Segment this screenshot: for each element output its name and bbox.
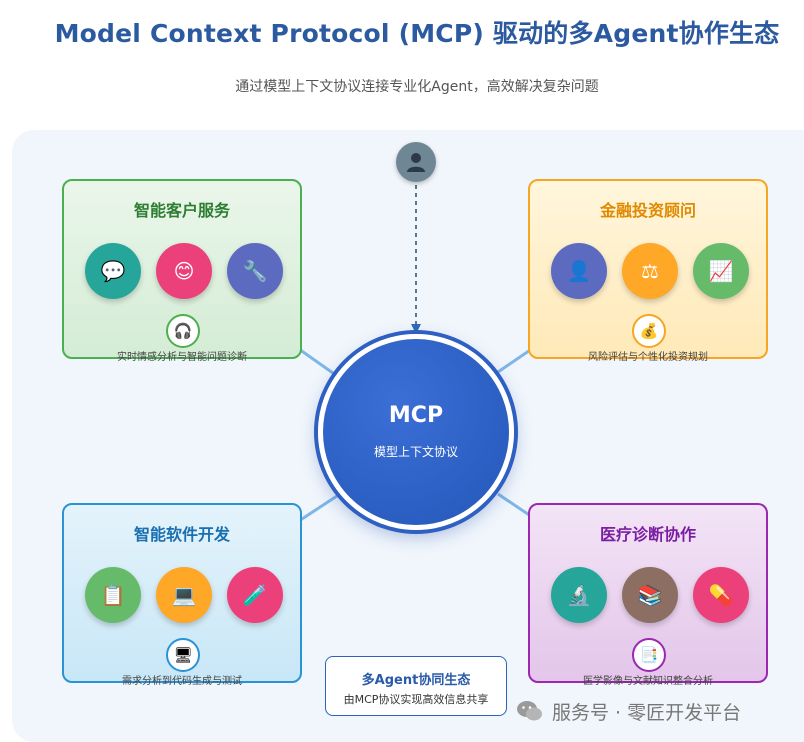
hub-subtitle: 模型上下文协议 (373, 445, 458, 459)
wechat-icon (517, 701, 542, 721)
books-icon: 📚 (622, 567, 678, 623)
wrench-icon: 🔧 (227, 243, 283, 299)
domain-description: 实时情感分析与智能问题诊断 (117, 352, 247, 363)
advisor-icon: 👤 (551, 243, 607, 299)
domain-title: 金融投资顾问 (599, 201, 696, 220)
domain-title: 医疗诊断协作 (599, 525, 696, 544)
domain-title: 智能软件开发 (133, 525, 230, 544)
money-bag-icon: 💰 (632, 314, 666, 348)
page-subtitle: 通过模型上下文协议连接专业化Agent，高效解决复杂问题 (235, 79, 599, 95)
chart-icon: 📈 (693, 243, 749, 299)
ecosystem-subtitle: 由MCP协议实现高效信息共享 (343, 693, 489, 706)
smile-icon: 😊 (156, 243, 212, 299)
page-title: Model Context Protocol (MCP) 驱动的多Agent协作… (54, 19, 780, 48)
mcp-hub: MCP 模型上下文协议 (318, 334, 514, 530)
monitor-icon: 🖥 (166, 638, 200, 672)
pill-icon: 💊 (693, 567, 749, 623)
domain-description: 风险评估与个性化投资规划 (588, 352, 708, 363)
watermark-text: 服务号 · 零匠开发平台 (552, 701, 742, 724)
hub-title: MCP (388, 403, 444, 428)
document-icon: 📑 (632, 638, 666, 672)
user-icon (396, 142, 436, 182)
ecosystem-title: 多Agent协同生态 (361, 673, 471, 688)
ecosystem-card: 多Agent协同生态 由MCP协议实现高效信息共享 (325, 656, 507, 716)
microscope-icon: 🔬 (551, 567, 607, 623)
chat-bubble-icon: 💬 (85, 243, 141, 299)
clipboard-icon: 📋 (85, 567, 141, 623)
domain-title: 智能客户服务 (133, 201, 230, 220)
watermark: 服务号 · 零匠开发平台 (516, 697, 786, 725)
scales-icon: ⚖ (622, 243, 678, 299)
domain-description: 需求分析到代码生成与测试 (122, 676, 242, 687)
domain-description: 医学影像与文献知识整合分析 (583, 676, 713, 687)
computer-icon: 💻 (156, 567, 212, 623)
test-tube-icon: 🧪 (227, 567, 283, 623)
headphones-icon: 🎧 (166, 314, 200, 348)
